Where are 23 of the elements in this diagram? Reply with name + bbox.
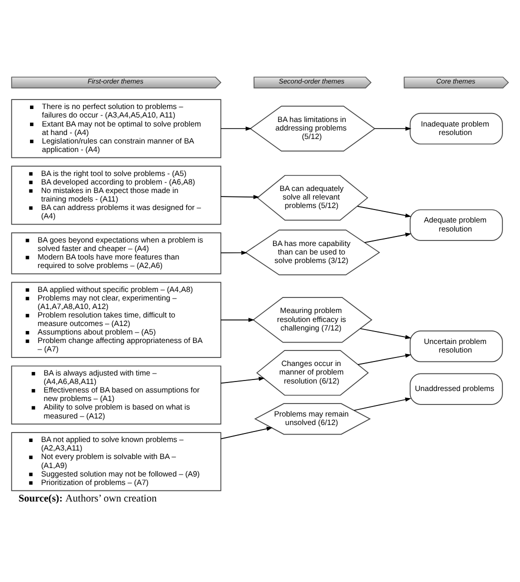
node-box: BA is always adjusted with time – (A4,A6,A8,A11) Effectiveness of BA based on assumptions for new problems – (A1) Ability to solve problem is based on what is measured – (A12)	[11, 365, 222, 424]
arrow	[354, 397, 412, 410]
arrow	[358, 353, 412, 364]
node-box: BA applied without specific problem – (A4,A8) Problems may not clear, experimenting – (A1,A7,A8,A10, A12) Problem resolution takes time, difficult to measure outcomes – (A12) Assumptions about problem – (A5) Problem change affecting appropriateness of BA – (A7)	[11, 281, 222, 358]
arrow	[220, 426, 273, 439]
node-box: Unaddressed problems	[410, 372, 503, 404]
node-box: Inadequate problem resolution	[410, 112, 503, 144]
arrow	[360, 328, 412, 339]
caption: Source(s): Authors’ own creation	[18, 492, 157, 504]
arrow	[374, 126, 412, 130]
arrow	[220, 376, 265, 384]
arrow	[220, 126, 252, 130]
arrow	[220, 317, 254, 322]
arrow	[357, 205, 412, 218]
node-box: Adequate problem resolution	[410, 208, 503, 240]
node-box: BA goes beyond expectations when a problem is solved faster and cheaper – (A4) Modern BA tools have more features than required to solve problems – (A2,A6)	[11, 232, 222, 274]
node-box: BA not applied to solve known problems – (A2,A3,A11) Not every problem is solvable with BA – (A1,A9) Suggested solution may not be followed – (A9) Prioritization of problems – (A7)	[11, 432, 222, 491]
node-box: Uncertain problem resolution	[410, 330, 503, 362]
arrow	[364, 232, 412, 242]
arrow	[220, 194, 260, 199]
node-box: BA is the right tool to solve problems - (A5) BA developed according to problem - (A6,A8) No mistakes in BA expect those made in training models - (A11) BA can address problems it was designed for – (A4)	[11, 165, 222, 224]
arrow	[220, 250, 248, 254]
node-box: There is no perfect solution to problems – failures do occur - (A3,A4,A5,A10, A11) Extant BA may not be optimal to solve problem at hand - (A4) Legislation/rules can constrain manner of BA application - (A4)	[11, 98, 222, 158]
